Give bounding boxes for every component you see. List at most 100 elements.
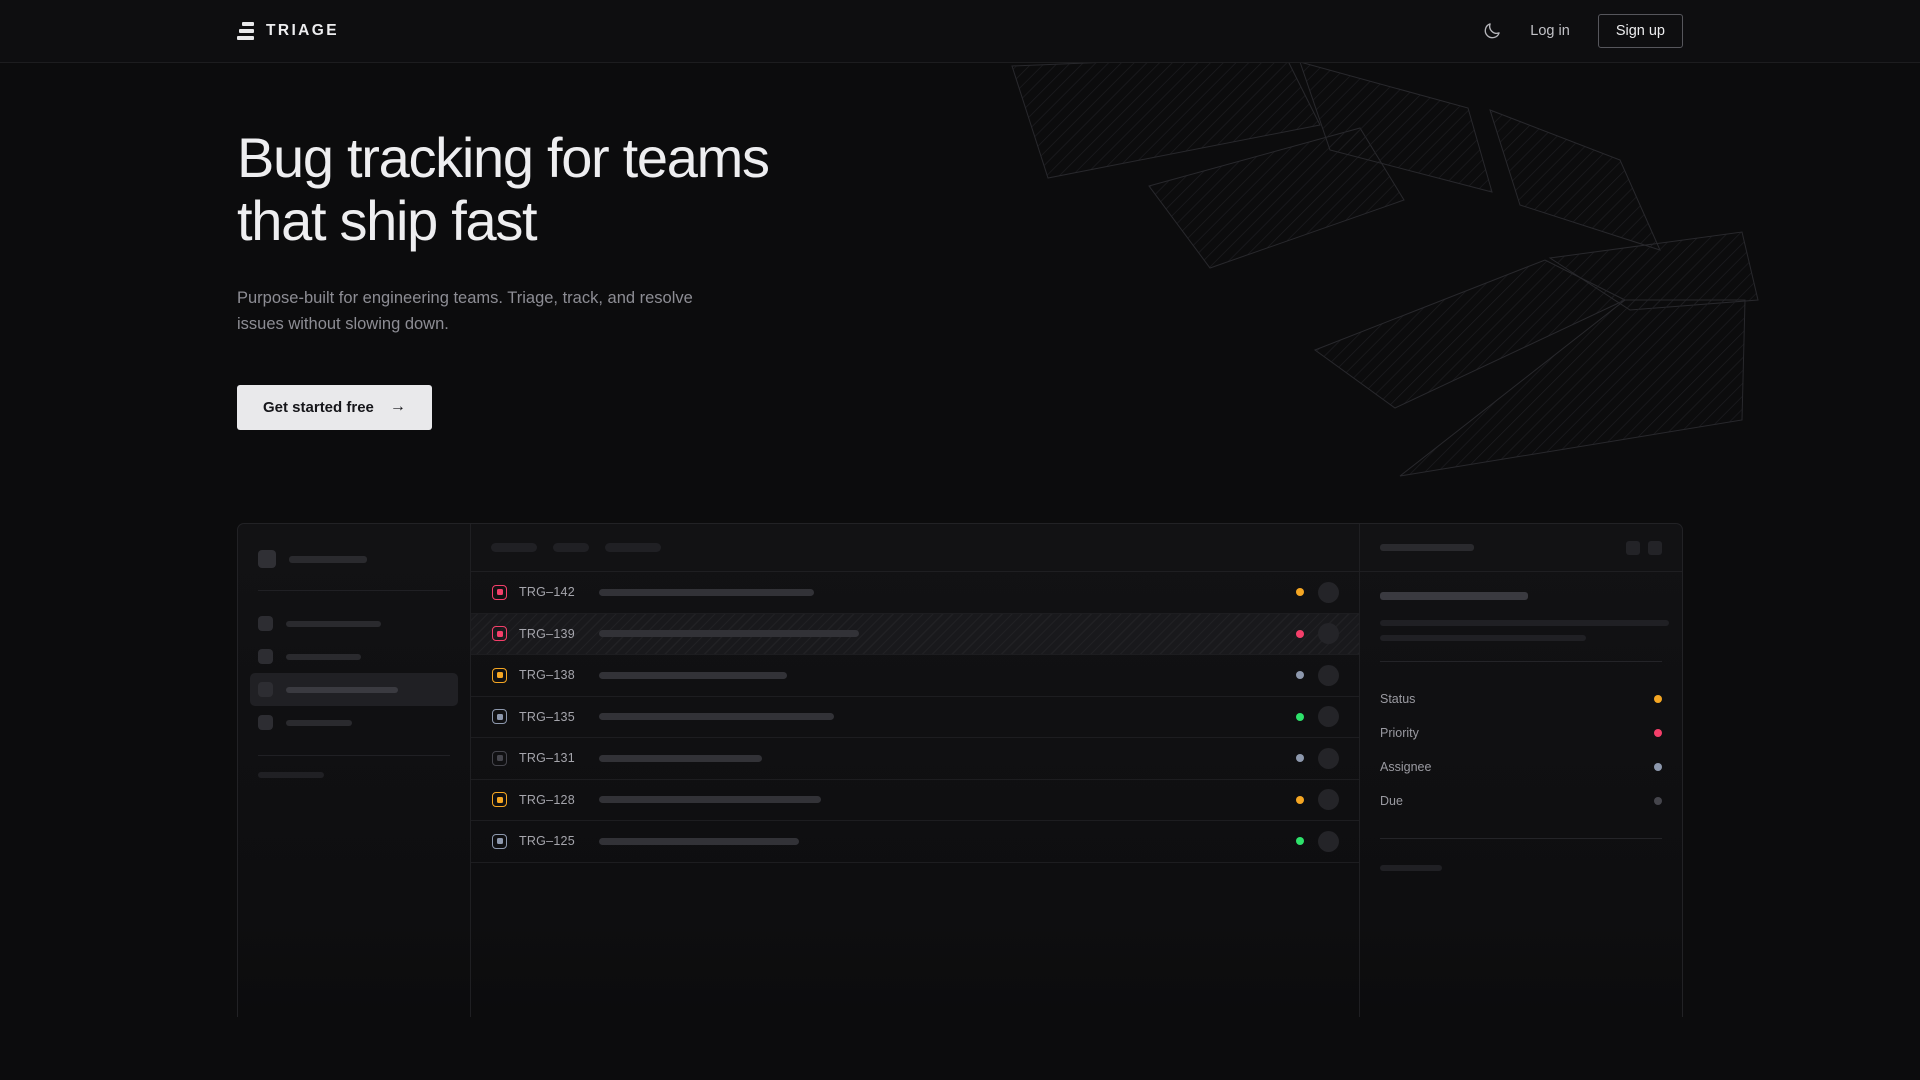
detail-action-button-0[interactable] [1626,540,1640,555]
activity-item-1 [1380,903,1662,921]
mockup-sidebar-item-3[interactable] [250,706,458,739]
mockup-sidebar-brand[interactable] [256,544,452,574]
issue-type-badge-icon [492,833,507,849]
detail-divider-bottom [1380,838,1662,839]
page-title: Bug tracking for teams that ship fast [237,126,937,253]
mockup-sidebar-sub-item-1[interactable] [256,814,452,832]
issue-id: TRG–139 [519,626,575,641]
detail-panel-header [1360,524,1682,572]
issue-id: TRG–138 [519,668,575,683]
detail-action-button-1[interactable] [1648,540,1662,555]
avatar[interactable] [1318,664,1339,686]
issue-id: TRG–142 [519,585,575,600]
issue-title-placeholder [599,713,834,721]
status-badge [1296,671,1304,680]
avatar[interactable] [1318,581,1339,603]
issue-type-badge-icon [492,792,507,808]
issue-type-badge-icon [492,709,507,725]
login-link[interactable]: Log in [1530,23,1570,39]
detail-field-status[interactable]: Status [1380,682,1662,716]
table-row[interactable]: TRG–131 [471,738,1359,780]
avatar[interactable] [1318,706,1339,728]
detail-field-assignee[interactable]: Assignee [1380,750,1662,784]
arrow-right-icon: → [389,398,406,416]
get-started-label: Get started free [263,398,374,416]
signup-button[interactable]: Sign up [1597,14,1683,48]
detail-field-value-dot [1654,797,1662,805]
mockup-sidebar-item-0[interactable] [250,607,458,640]
hero-subtitle: Purpose-built for engineering teams. Tri… [237,288,693,334]
mockup-sidebar-item-2[interactable] [250,673,458,706]
detail-field-label: Assignee [1380,760,1432,774]
hero-heading-line-2: that ship fast [237,189,538,253]
avatar[interactable] [1318,623,1339,645]
detail-field-value-dot [1654,695,1662,703]
issue-id: TRG–128 [519,792,575,807]
table-row[interactable]: TRG–135 [471,697,1359,738]
sidebar-item-icon [258,682,273,697]
top-navbar: TRIAGE Log in Sign up [0,0,1920,63]
issue-id: TRG–125 [519,834,575,849]
table-row[interactable]: TRG–128 [471,780,1359,821]
mockup-sidebar [238,524,471,1017]
toolbar-control-2[interactable] [605,543,661,552]
issue-id: TRG–131 [519,751,575,766]
detail-title-placeholder [1380,544,1474,551]
mockup-sidebar-sub-item-2[interactable] [256,832,452,850]
avatar[interactable] [1318,830,1339,852]
table-row[interactable]: TRG–142 [471,572,1359,614]
toolbar-control-0[interactable] [491,543,537,552]
issue-type-badge-icon [492,584,507,600]
issue-type-badge-icon [492,667,507,683]
activity-list [1380,885,1662,921]
stacked-bars-logo-icon [237,21,254,41]
sidebar-item-label-placeholder [286,653,361,660]
issue-title-placeholder [599,837,799,845]
activity-label-placeholder [1380,865,1442,871]
detail-field-due[interactable]: Due [1380,784,1662,818]
issue-title-placeholder [599,796,821,804]
detail-field-value-dot [1654,763,1662,771]
issue-title-placeholder [599,671,787,679]
activity-item-0 [1380,885,1662,903]
detail-action-buttons [1626,540,1662,555]
detail-field-priority[interactable]: Priority [1380,716,1662,750]
mockup-sidebar-sub-item-0[interactable] [256,796,452,814]
avatar[interactable] [1318,747,1339,769]
status-badge [1296,795,1304,804]
detail-description-placeholder [1380,620,1669,641]
table-row[interactable]: TRG–139 [471,613,1359,655]
detail-divider-top [1380,661,1662,662]
table-row[interactable]: TRG–125 [471,821,1359,863]
moon-icon[interactable] [1482,21,1502,41]
status-badge [1296,712,1304,721]
mockup-sidebar-item-1[interactable] [250,640,458,673]
status-badge [1296,837,1304,846]
get-started-button[interactable]: Get started free → [237,384,432,430]
detail-field-label: Due [1380,794,1403,808]
sidebar-item-icon [258,616,273,631]
detail-field-label: Priority [1380,726,1419,740]
issue-title-placeholder [599,588,814,596]
toolbar-control-1[interactable] [553,543,589,552]
table-row[interactable]: TRG–138 [471,655,1359,697]
detail-field-label: Status [1380,692,1416,706]
issue-type-badge-icon [492,750,507,766]
status-badge [1296,754,1304,763]
detail-body-line-1 [1380,635,1586,641]
sidebar-item-icon [258,715,273,730]
avatar[interactable] [1318,789,1339,811]
sidebar-item-label-placeholder [286,620,381,627]
hero-section: Bug tracking for teams that ship fast Pu… [0,63,1920,430]
issue-title-placeholder [599,630,859,638]
brand-logo[interactable]: TRIAGE [237,21,339,41]
sidebar-divider-bottom [258,755,450,756]
workspace-avatar-icon [258,550,276,568]
detail-issue-title-placeholder [1380,592,1528,600]
sidebar-section-label-placeholder [258,772,324,778]
